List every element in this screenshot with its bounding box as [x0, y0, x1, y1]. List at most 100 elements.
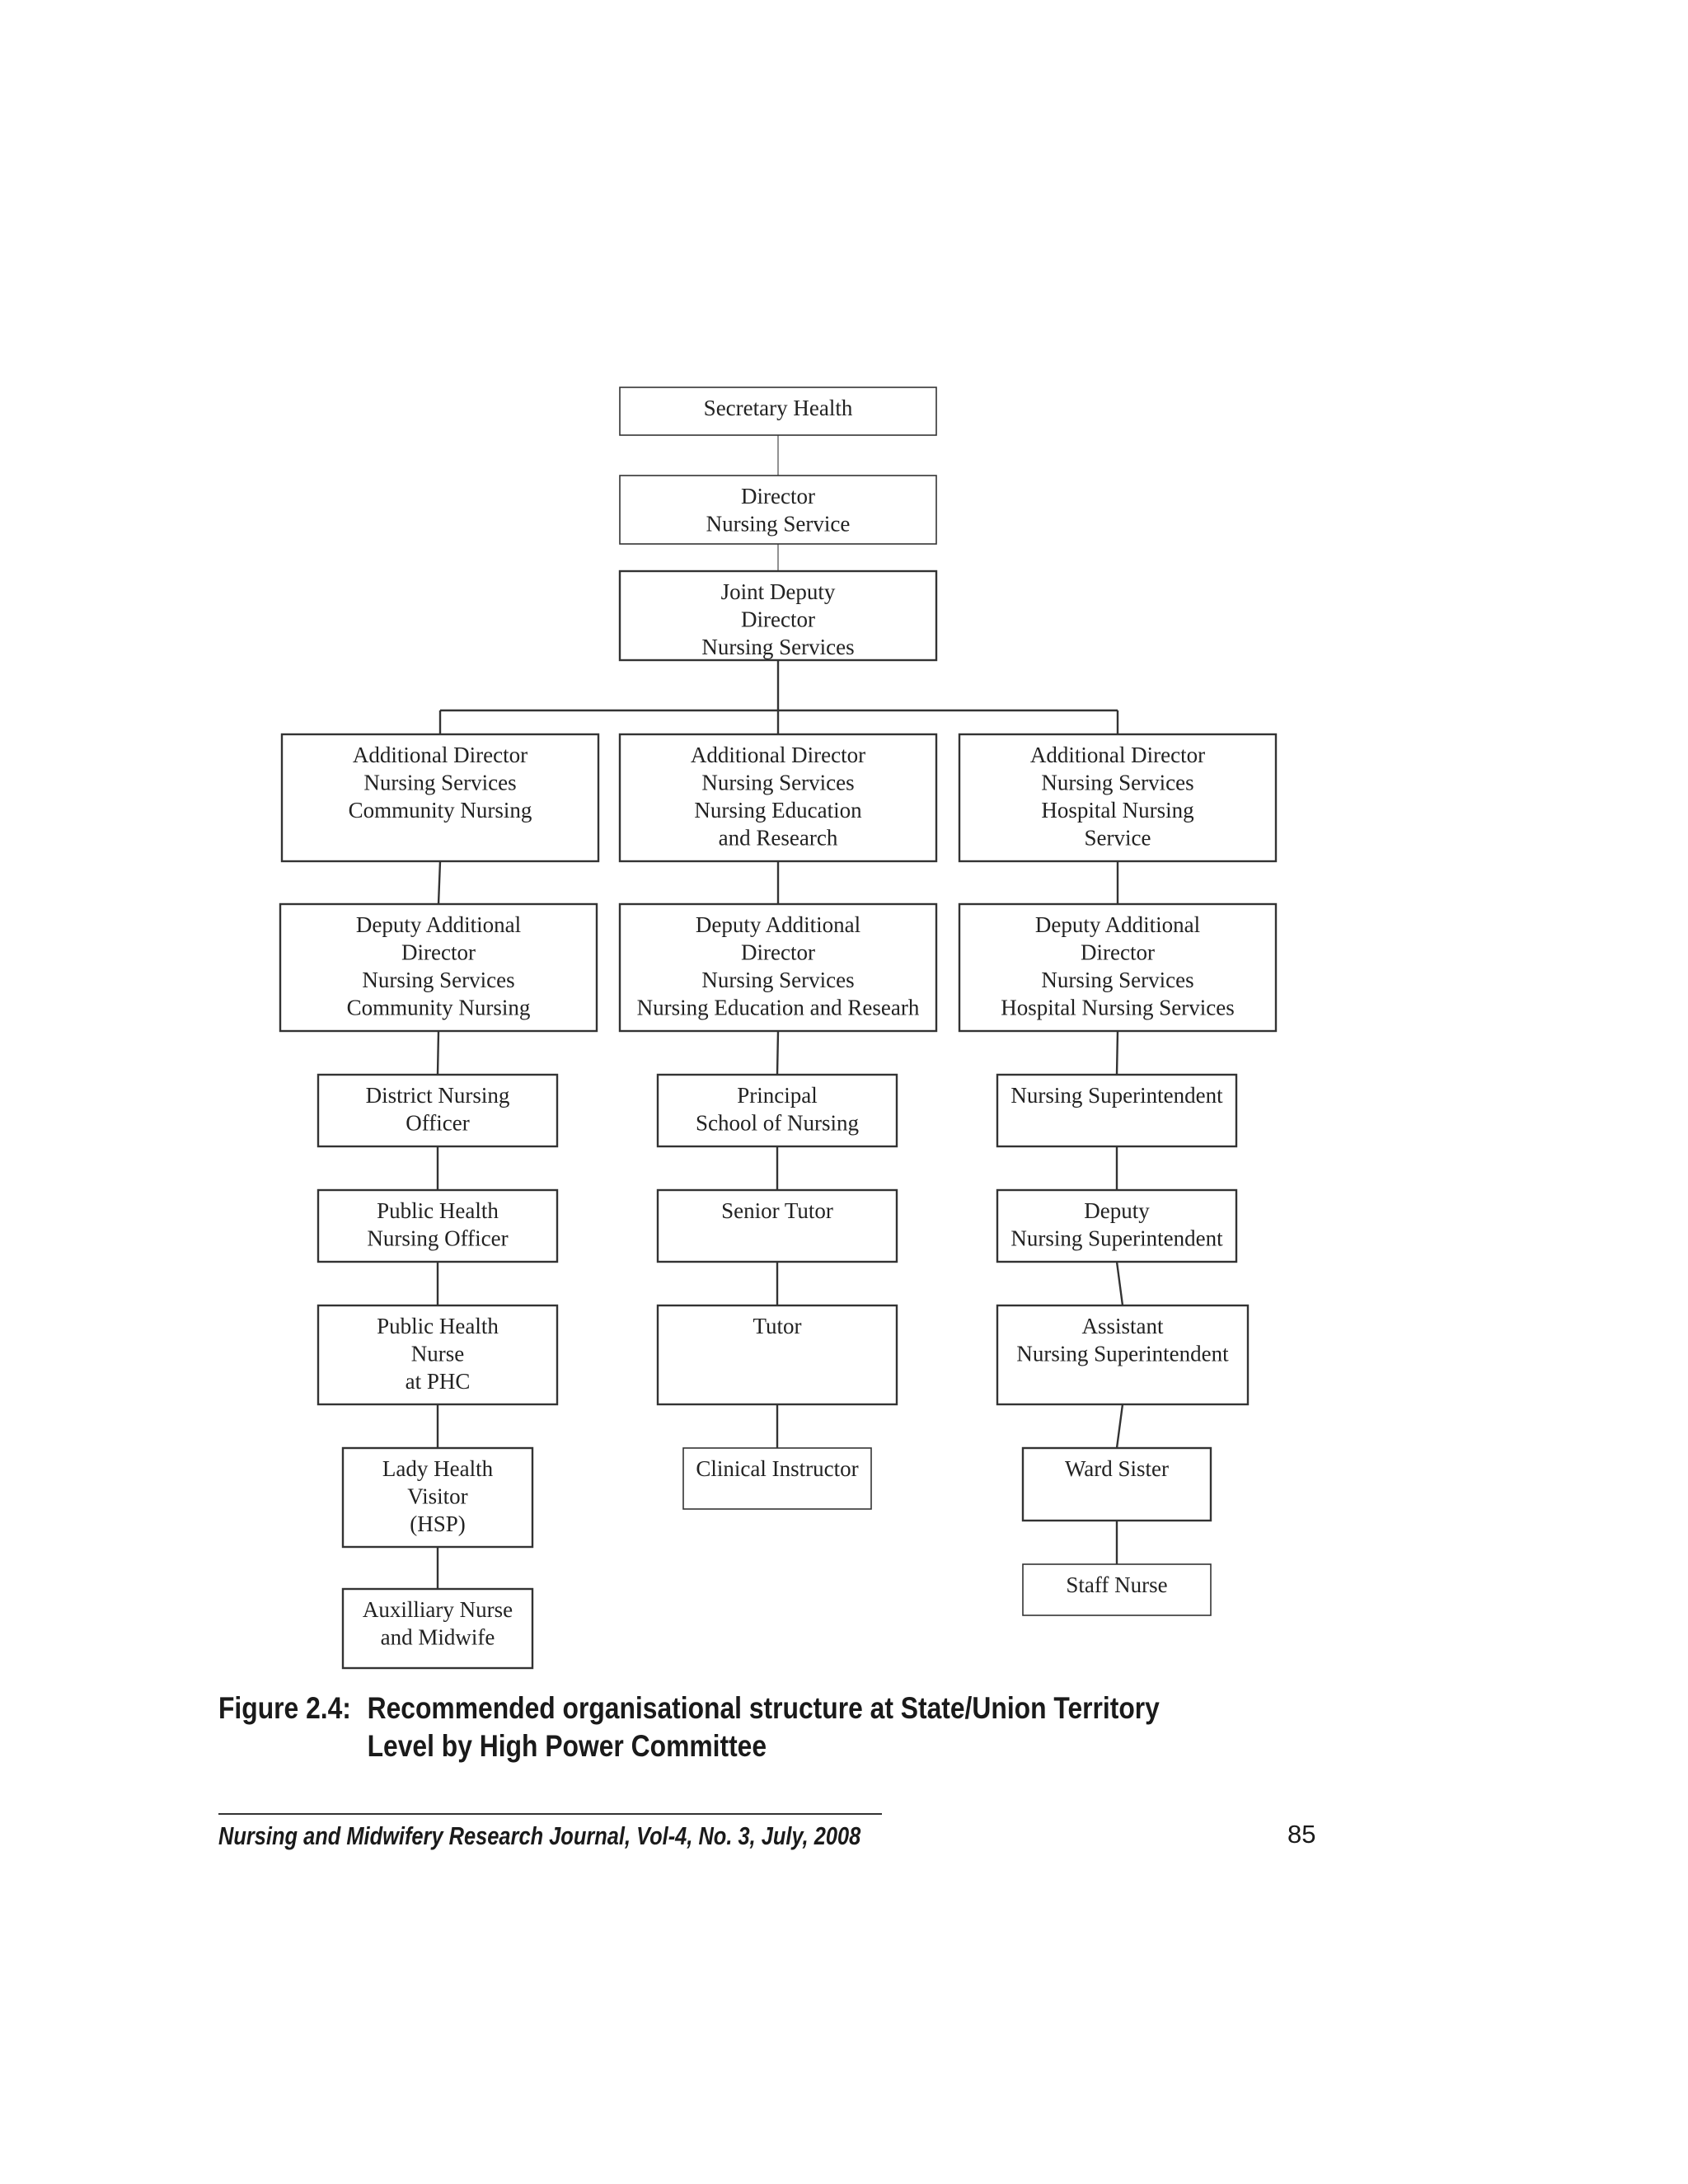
- org-node-nursing-superintendent: Nursing Superintendent: [996, 1073, 1238, 1148]
- org-node-label: Nursing Superintendent: [1010, 1083, 1223, 1108]
- org-node-box: [341, 1446, 534, 1549]
- figure-caption: Figure 2.4: Recommended organisational s…: [218, 1690, 1197, 1765]
- org-connector: [1115, 1261, 1124, 1306]
- org-node-label: Community Nursing: [349, 798, 532, 823]
- org-node-label: Clinical Instructor: [696, 1456, 858, 1481]
- org-node-tutor: Tutor: [656, 1304, 898, 1406]
- figure-caption-text: Recommended organisational structure at …: [367, 1691, 1160, 1763]
- org-node-label: Nursing Services: [701, 968, 854, 992]
- figure-number: Figure 2.4:: [218, 1691, 351, 1725]
- org-node-box: [656, 1073, 898, 1148]
- org-node-label: Joint Deputy: [721, 579, 836, 604]
- org-node-label: Nurse: [411, 1342, 464, 1366]
- org-node-box: [341, 1587, 534, 1670]
- org-node-label: Additional Director: [353, 743, 528, 767]
- org-node-label: Deputy Additional: [356, 912, 521, 937]
- org-node-box: [958, 733, 1278, 863]
- org-node-box: [618, 733, 938, 863]
- org-node-box: [618, 902, 938, 1033]
- org-node-clinical-instructor: Clinical Instructor: [682, 1447, 872, 1510]
- org-node-box: [619, 475, 937, 545]
- org-node-box: [316, 1304, 559, 1406]
- org-node-label: Auxilliary Nurse: [363, 1597, 513, 1622]
- org-node-label: Nursing Services: [363, 771, 516, 795]
- org-node-label: Director: [741, 484, 815, 509]
- org-node-box: [619, 387, 937, 436]
- org-node-auxiliary-nurse-midwife: Auxilliary Nurse and Midwife: [341, 1587, 534, 1670]
- org-node-box: [1022, 1563, 1212, 1616]
- org-node-label: Secretary Health: [704, 396, 853, 420]
- org-node-box: [316, 1188, 559, 1263]
- org-node-label: Director: [1081, 940, 1155, 965]
- org-node-box: [656, 1188, 898, 1263]
- footer-rule: [218, 1813, 882, 1815]
- org-node-label: Nursing Superintendent: [1016, 1342, 1229, 1366]
- org-node-label: Nursing Services: [362, 968, 514, 992]
- org-node-label: at PHC: [406, 1369, 471, 1394]
- org-node-label: Hospital Nursing Services: [1001, 996, 1234, 1020]
- org-node-label: Deputy Additional: [1035, 912, 1200, 937]
- org-node-box: [1021, 1446, 1212, 1522]
- org-node-label: Lady Health: [382, 1456, 494, 1481]
- org-node-label: Nursing Education: [694, 798, 862, 823]
- org-node-box: [618, 569, 938, 662]
- org-node-label: Nursing Service: [706, 512, 851, 537]
- org-node-label: Senior Tutor: [721, 1198, 833, 1223]
- org-node-label: School of Nursing: [696, 1111, 859, 1136]
- org-node-label: (HSP): [410, 1511, 466, 1536]
- org-node-label: and Research: [719, 826, 838, 851]
- org-node-box: [996, 1073, 1238, 1148]
- org-node-label: Tutor: [753, 1314, 801, 1338]
- org-node-label: Principal: [737, 1083, 817, 1108]
- org-node-box: [682, 1447, 872, 1510]
- journal-citation: Nursing and Midwifery Research Journal, …: [218, 1821, 861, 1850]
- org-node-label: Additional Director: [1030, 743, 1205, 767]
- org-node-label: Nursing Officer: [367, 1226, 508, 1251]
- org-node-label: Public Health: [377, 1198, 499, 1223]
- org-node-label: Nursing Services: [701, 771, 854, 795]
- org-connector: [1115, 1030, 1119, 1076]
- org-node-label: Nursing Education and Researh: [637, 996, 920, 1020]
- org-node-label: Nursing Services: [1041, 771, 1193, 795]
- org-node-ward-sister: Ward Sister: [1021, 1446, 1212, 1522]
- org-chart-connectors: [436, 435, 1124, 1589]
- org-node-label: Director: [741, 607, 815, 632]
- org-node-label: Director: [741, 940, 815, 965]
- org-connector: [437, 860, 442, 905]
- org-node-box: [656, 1304, 898, 1406]
- org-node-box: [996, 1188, 1238, 1263]
- org-node-secretary-health: Secretary Health: [619, 387, 937, 436]
- org-node-label: Staff Nurse: [1066, 1572, 1167, 1597]
- page-number: 85: [1287, 1820, 1316, 1849]
- org-node-box: [316, 1073, 559, 1148]
- org-node-label: Deputy: [1084, 1198, 1150, 1223]
- org-node-label: Visitor: [407, 1484, 467, 1509]
- org-node-box: [279, 902, 598, 1033]
- org-node-label: Service: [1085, 826, 1151, 851]
- org-connector: [776, 1030, 780, 1076]
- org-node-label: Officer: [406, 1111, 469, 1136]
- org-node-label: Nursing Services: [701, 635, 854, 659]
- org-node-senior-tutor: Senior Tutor: [656, 1188, 898, 1263]
- org-node-box: [996, 1304, 1250, 1406]
- org-node-box: [958, 902, 1278, 1033]
- org-node-label: District Nursing: [366, 1083, 510, 1108]
- org-node-label: Public Health: [377, 1314, 499, 1338]
- org-node-label: Nursing Superintendent: [1010, 1226, 1223, 1251]
- org-node-label: and Midwife: [381, 1625, 495, 1650]
